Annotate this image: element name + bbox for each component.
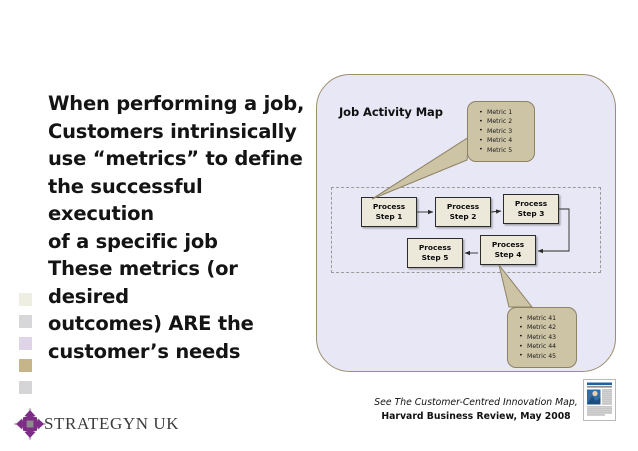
process-step-line1: Process: [418, 242, 452, 252]
process-step-line2: Step 2: [449, 212, 477, 221]
metric-item: Metric 2: [479, 117, 527, 127]
source-citation: See The Customer-Centred Innovation Map,…: [372, 396, 580, 423]
body-line: outcomes) ARE the: [48, 312, 254, 335]
panel-title: Job Activity Map: [339, 105, 443, 119]
metric-item: Metric 44: [519, 342, 569, 352]
strategyn-pinwheel-icon: [13, 407, 47, 441]
process-step-line2: Step 5: [421, 253, 449, 262]
process-step-box[interactable]: Process Step 2: [435, 197, 491, 227]
body-line: When performing a job,: [48, 92, 305, 115]
decor-swatch-gray-2: [19, 381, 32, 394]
body-line: These metrics (or desired: [48, 257, 238, 308]
hbr-magazine-cover-thumbnail: [583, 379, 616, 421]
metric-item: Metric 4: [479, 136, 527, 146]
metric-item: Metric 1: [479, 107, 527, 117]
process-flow-container: [331, 187, 601, 273]
metric-item: Metric 41: [519, 313, 569, 323]
process-step-line2: Step 3: [517, 209, 545, 218]
process-step-box[interactable]: Process Step 4: [480, 235, 536, 265]
metrics-callout-bottom: Metric 41 Metric 42 Metric 43 Metric 44 …: [507, 307, 577, 369]
body-line: Customers intrinsically: [48, 119, 297, 143]
process-step-line1: Process: [514, 198, 548, 208]
process-step-line1: Process: [446, 201, 480, 211]
process-step-box[interactable]: Process Step 3: [503, 194, 559, 224]
process-step-line1: Process: [491, 239, 525, 249]
process-step-line1: Process: [372, 201, 406, 211]
process-step-box[interactable]: Process Step 5: [407, 238, 463, 268]
process-arrows: [417, 208, 570, 256]
strategyn-logo: STRATEGYN UK: [13, 406, 179, 442]
process-step-box[interactable]: Process Step 1: [361, 197, 417, 227]
metric-item: Metric 5: [479, 145, 527, 155]
metric-item: Metric 45: [519, 351, 569, 361]
slide-body-text: When performing a job, Customers intrins…: [48, 90, 310, 365]
decor-swatch-gray-1: [19, 315, 32, 328]
body-line: use “metrics” to define: [48, 147, 303, 170]
metric-item: Metric 3: [479, 126, 527, 136]
body-line: the successful execution: [48, 174, 203, 226]
body-line: of a specific job: [48, 229, 218, 253]
body-line: customer’s needs: [48, 339, 241, 363]
citation-title: See The Customer-Centred Innovation Map,: [374, 397, 578, 408]
citation-publication: Harvard Business Review, May 2008: [381, 410, 571, 422]
metric-item: Metric 42: [519, 323, 569, 333]
process-step-line2: Step 4: [494, 250, 522, 259]
strategyn-wordmark: STRATEGYN UK: [44, 414, 180, 433]
decor-swatch-lavender: [19, 337, 32, 350]
metrics-callout-top: Metric 1 Metric 2 Metric 3 Metric 4 Metr…: [467, 101, 535, 163]
job-activity-map-panel: Job Activity Map Process Step 1 Process …: [316, 74, 616, 372]
decor-swatch-cream: [19, 293, 32, 306]
decor-swatch-tan: [19, 359, 32, 372]
process-step-line2: Step 1: [375, 212, 403, 221]
metric-item: Metric 43: [519, 332, 569, 342]
